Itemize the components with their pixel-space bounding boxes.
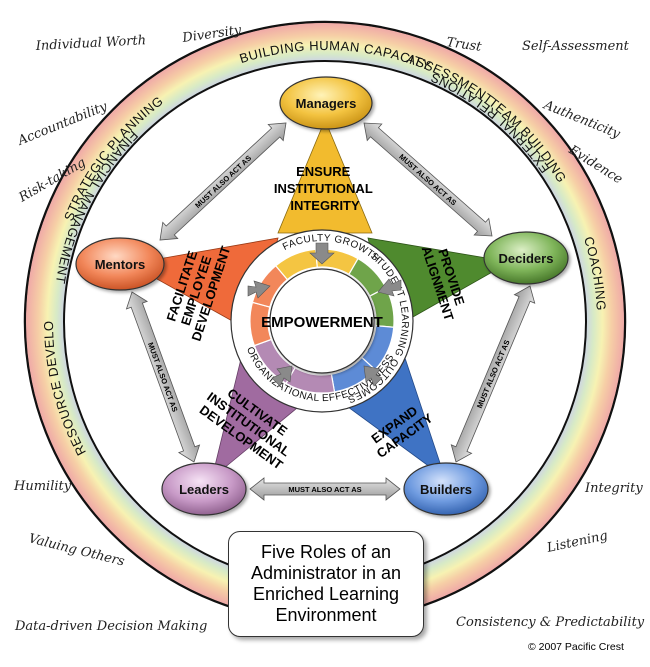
builders-node (403, 462, 489, 516)
center-circle (269, 268, 375, 374)
managers-label: Managers (296, 96, 357, 111)
value-individual-worth: Individual Worth (34, 33, 146, 54)
star (128, 118, 512, 480)
copyright-notice: © 2007 Pacific Crest (528, 641, 624, 653)
arrow-left-icon (377, 278, 402, 297)
value-listening: Listening (545, 528, 609, 556)
leaders-node (161, 462, 247, 516)
value-humility: Humility (13, 479, 72, 494)
must-also-act-as-label: MUST ALSO ACT AS (288, 485, 361, 494)
builders-label: Builders (420, 482, 472, 497)
mentors-label: Mentors (95, 257, 146, 272)
managers-node (279, 76, 373, 130)
double-arrow-icon: MUST ALSO ACT AS (249, 477, 401, 501)
arrow-down-icon (309, 242, 335, 265)
value-self-assessment: Self-Assessment (522, 39, 630, 54)
deciders-label: Deciders (499, 251, 554, 266)
diagram-title: Five Roles of an Administrator in an Enr… (250, 542, 402, 625)
arrow-right-icon (247, 280, 271, 299)
title-box: Five Roles of an Administrator in an Enr… (228, 531, 424, 637)
arrow-upleft-icon (363, 365, 383, 387)
value-integrity: Integrity (584, 481, 643, 496)
inner-arrows (247, 242, 402, 387)
arrow-upright-icon (271, 365, 293, 387)
value-data-driven-decision-making: Data-driven Decision Making (14, 619, 207, 634)
leaders-label: Leaders (179, 482, 229, 497)
ensure-label: ENSURE INSTITUTIONAL INTEGRITY (274, 164, 376, 213)
empowerment-label: EMPOWERMENT (261, 314, 383, 331)
value-consistency-predictability: Consistency & Predictability (456, 615, 645, 630)
deciders-node (483, 231, 569, 285)
value-valuing-others: Valuing Others (27, 531, 126, 569)
value-trust: Trust (445, 35, 483, 55)
mentors-node (75, 237, 165, 291)
roles: Managers Deciders Builders Leaders Mento… (75, 76, 569, 516)
